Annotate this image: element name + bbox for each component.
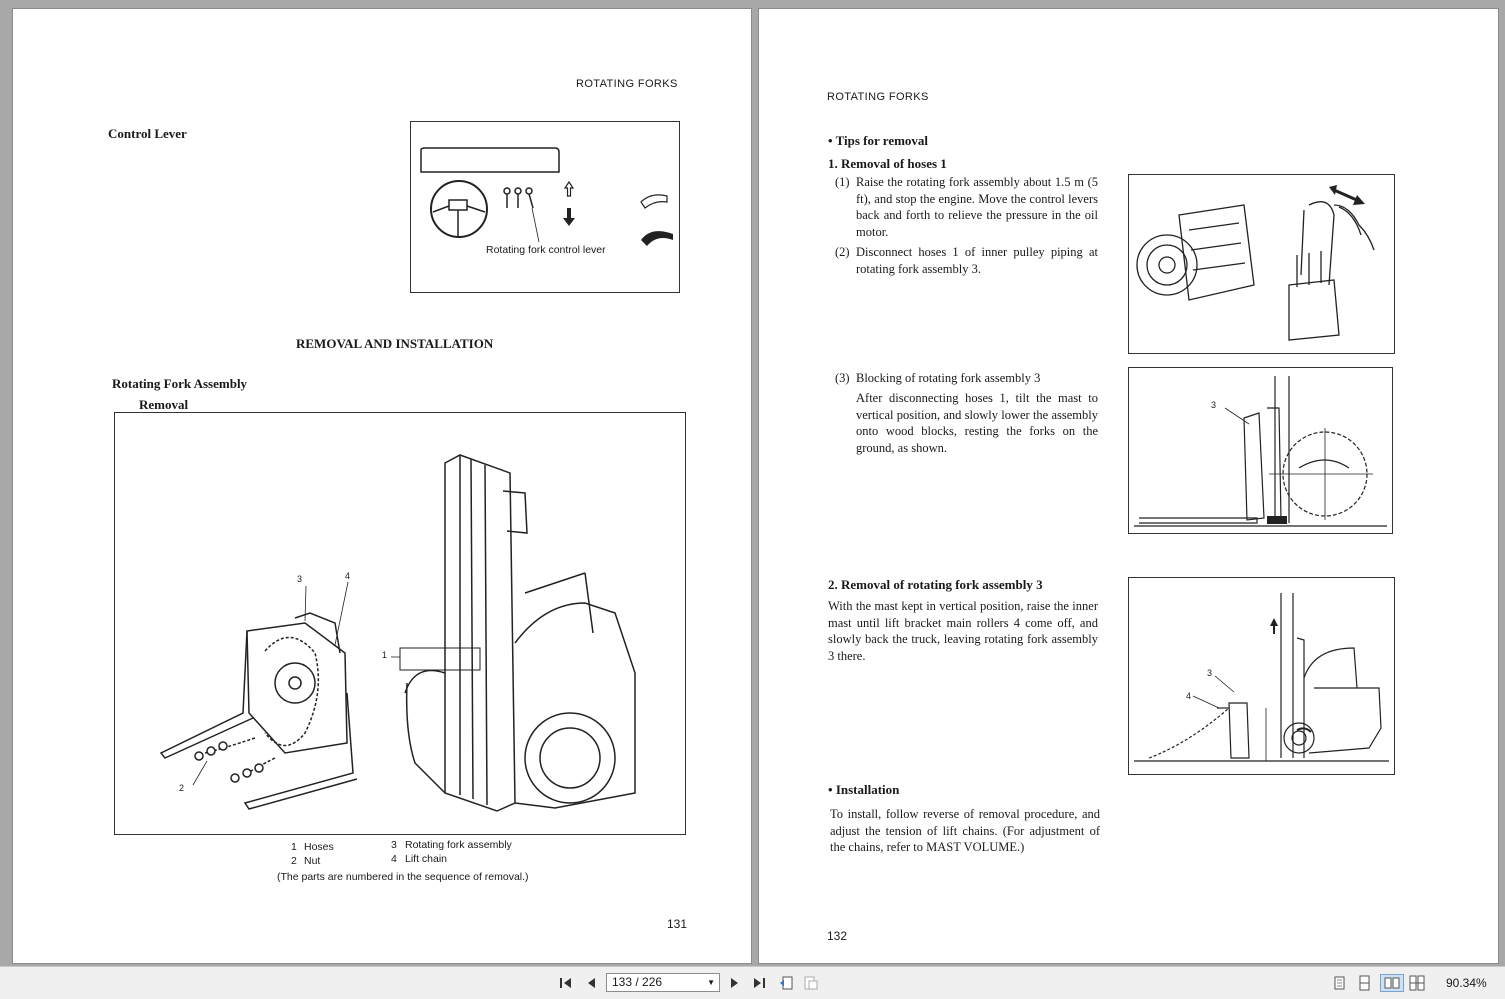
legend-num-3: 3 <box>391 839 397 851</box>
step1-1-text: Raise the rotating fork assembly about 1… <box>856 175 1098 239</box>
page-number: 132 <box>827 929 848 943</box>
page-131: ROTATING FORKS Control Lever Rotating fo… <box>13 9 751 963</box>
forward-view-button[interactable] <box>802 975 820 991</box>
step1-1-num: (1) <box>835 175 850 189</box>
control-lever-figure: Rotating fork control lever <box>410 121 680 293</box>
callout-2: 2 <box>179 783 185 793</box>
viewer-toolbar: 133 / 226 ▼ 90.34% <box>0 966 1505 999</box>
assembly-heading: Rotating Fork Assembly <box>112 376 248 391</box>
install-text: To install, follow reverse of removal pr… <box>830 807 1100 854</box>
callout-4: 4 <box>345 571 351 581</box>
callout-3: 3 <box>1211 400 1217 410</box>
single-page-icon <box>1334 976 1345 990</box>
removal-figure: 3 4 1 2 <box>114 412 686 835</box>
step1-3-num: (3) <box>835 371 850 385</box>
callout-3: 3 <box>297 574 303 584</box>
step2-text: With the mast kept in vertical position,… <box>828 599 1098 663</box>
page-132: ROTATING FORKS • Tips for removal 1. Rem… <box>759 9 1498 963</box>
callout-3: 3 <box>1207 668 1213 678</box>
facing-pages-icon <box>1384 977 1400 989</box>
triangle-right-icon <box>731 978 738 988</box>
page-number: 131 <box>667 917 688 931</box>
blocking-figure: 3 <box>1128 367 1393 534</box>
tips-heading-text: Tips for removal <box>835 133 929 148</box>
continuous-facing-view-button[interactable] <box>1408 975 1426 991</box>
skip-last-icon <box>754 978 765 988</box>
facing-view-button[interactable] <box>1380 974 1404 992</box>
skip-first-icon <box>560 978 571 988</box>
continuous-page-icon <box>1359 975 1370 991</box>
first-page-button[interactable] <box>557 975 575 991</box>
history-back-icon <box>780 976 793 990</box>
removal-heading: Removal <box>139 397 189 412</box>
callout-1: 1 <box>382 650 388 660</box>
legend-note: (The parts are numbered in the sequence … <box>277 871 529 883</box>
legend-num-2: 2 <box>291 855 297 867</box>
last-page-button[interactable] <box>750 975 768 991</box>
legend-label-4: Lift chain <box>405 853 448 865</box>
step1-heading: 1. Removal of hoses 1 <box>828 156 947 171</box>
history-forward-icon <box>804 976 818 990</box>
step1-3-title: Blocking of rotating fork assembly 3 <box>856 371 1041 385</box>
install-heading: • Installation <box>828 782 900 797</box>
install-heading-text: Installation <box>835 782 900 797</box>
continuous-facing-icon <box>1409 975 1425 991</box>
back-view-button[interactable] <box>777 975 795 991</box>
previous-page-button[interactable] <box>582 975 600 991</box>
forklift-removal-illustration <box>159 454 636 812</box>
page-number-input[interactable]: 133 / 226 ▼ <box>606 973 720 992</box>
control-lever-heading: Control Lever <box>108 126 187 141</box>
legend-label-3: Rotating fork assembly <box>405 839 512 851</box>
step2-heading: 2. Removal of rotating fork assembly 3 <box>828 577 1043 592</box>
step1-2-num: (2) <box>835 245 850 259</box>
section-title: REMOVAL AND INSTALLATION <box>296 336 494 351</box>
back-truck-figure: 3 4 <box>1128 577 1395 775</box>
control-lever-fig-label: Rotating fork control lever <box>486 244 606 256</box>
continuous-view-button[interactable] <box>1355 975 1373 991</box>
legend-num-4: 4 <box>391 853 397 865</box>
legend-label-2: Nut <box>304 855 321 867</box>
running-header: ROTATING FORKS <box>827 91 929 103</box>
page-indicator: 133 / 226 <box>612 975 663 989</box>
triangle-left-icon <box>588 978 595 988</box>
engine-control-valve-illustration <box>1136 185 1375 341</box>
hoses-figure <box>1128 174 1395 354</box>
zoom-level[interactable]: 90.34% <box>1446 976 1487 990</box>
truck-backing-illustration <box>1134 593 1389 762</box>
callout-4: 4 <box>1186 691 1192 701</box>
single-page-view-button[interactable] <box>1330 975 1348 991</box>
tips-heading: • Tips for removal <box>828 133 929 148</box>
legend-num-1: 1 <box>291 841 297 853</box>
next-page-button[interactable] <box>726 975 744 991</box>
dropdown-arrow-icon: ▼ <box>707 978 715 987</box>
running-header: ROTATING FORKS <box>576 78 678 90</box>
legend-label-1: Hoses <box>304 841 334 853</box>
control-lever-illustration <box>420 147 673 246</box>
step1-3-text: After disconnecting hoses 1, tilt the ma… <box>856 391 1098 455</box>
step1-2-text: Disconnect hoses 1 of inner pulley pipin… <box>856 245 1098 276</box>
blocking-illustration <box>1134 376 1387 527</box>
